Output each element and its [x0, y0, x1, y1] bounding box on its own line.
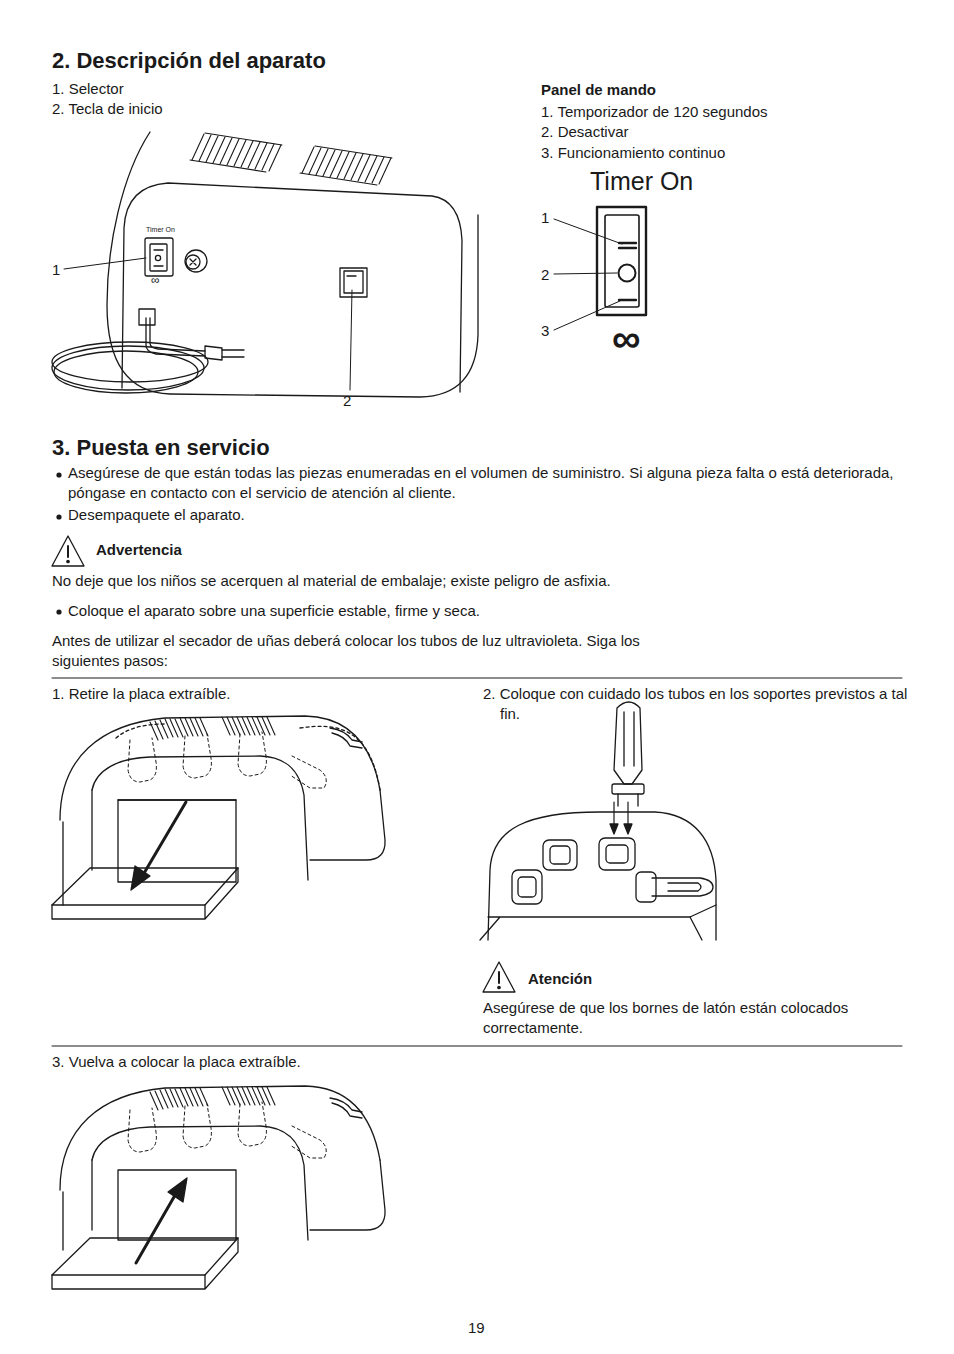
bullet-text: Asegúrese de que están todas las piezas …: [68, 463, 898, 504]
callout-number: 2: [343, 391, 351, 411]
step-text: 2. Coloque con cuidado los tubos en los …: [483, 684, 915, 725]
bullet-text: Coloque el aparato sobre una superficie …: [68, 601, 480, 621]
panel-heading: Panel de mando: [541, 80, 656, 100]
device-drawing: [52, 132, 478, 397]
panel-list-item: 1. Temporizador de 120 segundos: [541, 102, 768, 122]
warning-heading: Advertencia: [96, 540, 182, 560]
warning-heading: Atención: [528, 969, 592, 989]
vent-slots: [190, 133, 392, 185]
paragraph: Antes de utilizar el secador de uñas deb…: [52, 631, 652, 672]
panel-list-item: 3. Funcionamiento continuo: [541, 143, 725, 163]
bullet-dots: [56, 472, 61, 614]
switch-print: Timer On: [590, 168, 693, 196]
callout-number: 1: [52, 260, 60, 280]
warning-text: No deje que los niños se acerquen al mat…: [52, 571, 611, 591]
switch-symbol: ∞: [151, 274, 160, 286]
warning-triangle: [52, 536, 515, 992]
page-number: 19: [468, 1318, 485, 1338]
switch-panel: [554, 207, 646, 330]
section-heading: 2. Descripción del aparato: [52, 46, 326, 76]
nail-dryer-drawing: [52, 716, 385, 919]
part-list-item: 1. Selector: [52, 79, 124, 99]
panel-list-item: 2. Desactivar: [541, 122, 629, 142]
switch-print: Timer On: [146, 226, 175, 233]
tube-socket-drawing: [480, 702, 716, 940]
switch-symbol: ∞: [612, 318, 641, 358]
step-text: 1. Retire la placa extraíble.: [52, 684, 230, 704]
part-list-item: 2. Tecla de inicio: [52, 99, 163, 119]
section-heading: 3. Puesta en servicio: [52, 433, 270, 463]
callout-number: 1: [541, 208, 549, 228]
bullet-text: Desempaquete el aparato.: [68, 505, 245, 525]
callout-number: 2: [541, 265, 549, 285]
warning-text: Asegúrese de que los bornes de latón est…: [483, 998, 903, 1039]
step-text: 3. Vuelva a colocar la placa extraíble.: [52, 1052, 301, 1072]
section-rules: [52, 678, 902, 1046]
callout-number: 3: [541, 321, 549, 341]
nail-dryer-drawing: [52, 1086, 385, 1289]
